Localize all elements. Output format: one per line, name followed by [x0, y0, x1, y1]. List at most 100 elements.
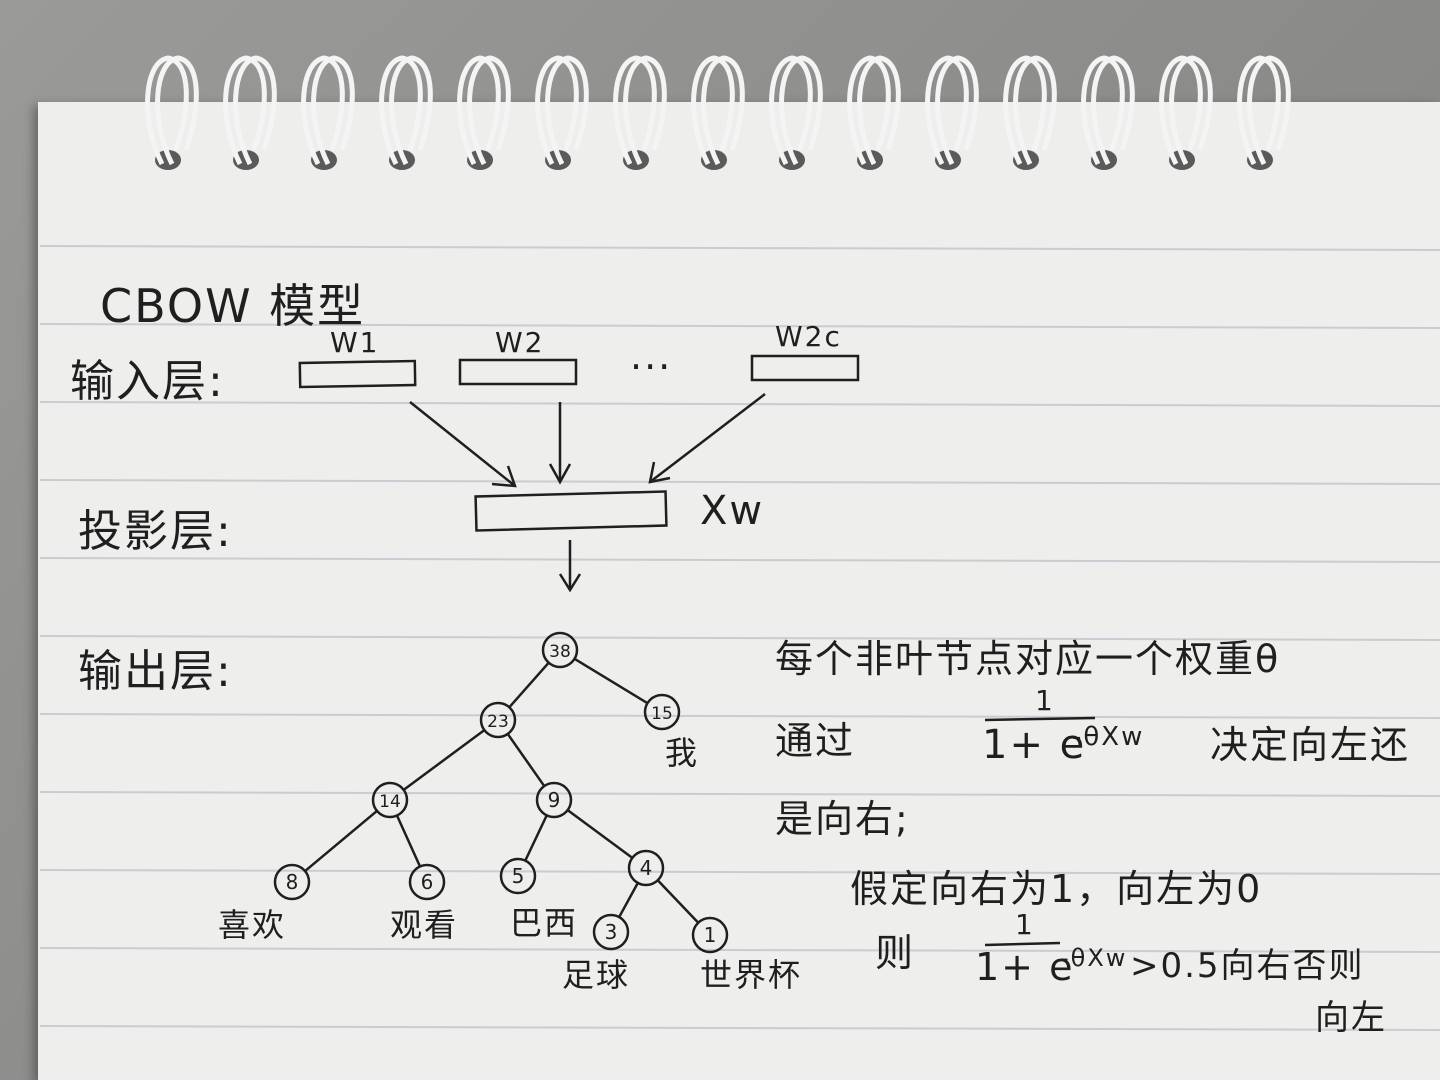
projection-layer-label: 投影层: — [78, 506, 233, 557]
tree-node-circle — [541, 631, 579, 669]
leaf-label-xihuan: 喜欢 — [218, 906, 287, 944]
tree-edge — [524, 814, 548, 862]
spiral-ring — [847, 55, 891, 166]
leaf-label-guankan: 观看 — [390, 906, 459, 944]
note-line5-suffix: >0.5向右否则 — [1130, 946, 1365, 986]
spiral-ring — [301, 55, 345, 166]
spiral-ring — [935, 55, 979, 166]
tree-edge — [395, 814, 422, 868]
projection-box — [474, 490, 668, 532]
spiral-ring — [1013, 55, 1057, 166]
tree-node-circle — [479, 701, 517, 739]
arrow-w2-head — [548, 463, 572, 485]
diagram-title: CBOW 模型 — [100, 279, 366, 333]
formula2-denominator: 1+ e — [975, 945, 1075, 989]
tree-node-circle — [627, 849, 665, 887]
ruled-line — [39, 713, 1440, 719]
arrow-w1 — [409, 401, 516, 487]
spiral-ring — [1247, 55, 1291, 166]
tree-node-value: 4 — [640, 856, 653, 880]
output-arrow — [558, 540, 582, 593]
ruled-line — [39, 869, 1440, 875]
spiral-ring — [311, 55, 355, 166]
input-vector-w1-label: W1 — [330, 326, 380, 359]
tree-node-circle — [592, 913, 630, 951]
input-box-w2c — [750, 354, 860, 382]
spiral-ring — [535, 55, 579, 166]
tree-node-circle — [535, 781, 573, 819]
ruled-lines — [39, 245, 1440, 1031]
input-arrows — [409, 393, 766, 488]
tree-node: 38 — [541, 631, 579, 669]
ruled-line — [39, 635, 1440, 641]
ruled-line — [39, 557, 1440, 563]
input-box-w2 — [458, 358, 578, 386]
spiral-ring — [701, 55, 745, 166]
tree-node: 8 — [273, 863, 311, 901]
tree-edge — [573, 657, 649, 705]
input-vector-w2-label: W2 — [495, 326, 545, 359]
leaf-label-baxi: 巴西 — [510, 904, 579, 942]
spiral-ring — [769, 55, 813, 166]
formula2-fraction-bar — [984, 941, 1061, 947]
tree-node-value: 23 — [487, 712, 509, 732]
tree-node-value: 9 — [548, 788, 561, 812]
spiral-binding — [145, 55, 1291, 170]
tree-node-circle — [499, 857, 537, 895]
formula1-numerator: 1 — [1035, 684, 1055, 717]
spiral-ring — [145, 55, 189, 166]
tree-node-circle — [371, 781, 409, 819]
spiral-ring — [379, 55, 423, 166]
ruled-line — [39, 947, 1440, 953]
tree-node: 9 — [535, 781, 573, 819]
tree-node: 6 — [408, 863, 446, 901]
tree-node-value: 1 — [704, 923, 717, 947]
input-vector-w2c-label: W2c — [775, 320, 842, 353]
ruled-line — [39, 479, 1440, 485]
leaf-label-wo: 我 — [665, 734, 700, 772]
tree-edge — [656, 879, 700, 924]
spiral-ring — [1169, 55, 1213, 166]
tree-node-value: 6 — [421, 870, 434, 894]
spiral-ring — [857, 55, 901, 166]
spiral-ring — [155, 55, 199, 166]
tree-node: 3 — [592, 913, 630, 951]
note-line2-suffix: 决定向左还 — [1210, 723, 1411, 767]
tree-node: 15 — [643, 693, 681, 731]
tree-node-value: 8 — [286, 870, 299, 894]
tree-edge — [566, 809, 634, 859]
spiral-ring — [545, 55, 589, 166]
ruled-line — [39, 791, 1440, 797]
spiral-ring — [1003, 55, 1047, 166]
ruled-line — [39, 245, 1440, 251]
tree-node: 4 — [627, 849, 665, 887]
tree-edge — [304, 809, 378, 873]
formula1-denominator: 1+ e — [982, 722, 1087, 768]
tree-node-circle — [691, 916, 729, 954]
notebook-page — [38, 102, 1440, 1080]
tree-edge — [506, 733, 546, 787]
note-line2-prefix: 通过 — [775, 719, 856, 763]
tree-node-value: 3 — [605, 920, 618, 944]
input-layer-boxes — [298, 354, 860, 389]
tree-node-value: 38 — [549, 642, 571, 662]
note-line5-prefix: 则 — [875, 931, 916, 975]
input-layer-label: 输入层: — [70, 356, 225, 407]
arrow-w2c — [649, 393, 766, 483]
tree-edge — [508, 661, 550, 709]
spiral-ring — [1237, 55, 1281, 166]
spiral-ring — [779, 55, 823, 166]
spiral-ring — [1159, 55, 1203, 166]
note-line3: 是向右; — [775, 797, 910, 841]
spiral-ring — [233, 55, 277, 166]
tree-node-value: 15 — [651, 704, 673, 724]
tree-node-circle — [273, 863, 311, 901]
tree-node: 1 — [691, 916, 729, 954]
formula2-exponent: -θXw — [1060, 944, 1128, 972]
arrow-w2c-head — [648, 461, 671, 484]
tree-edge — [618, 882, 639, 918]
input-ellipsis: ··· — [630, 345, 673, 389]
ruled-line — [39, 401, 1440, 407]
